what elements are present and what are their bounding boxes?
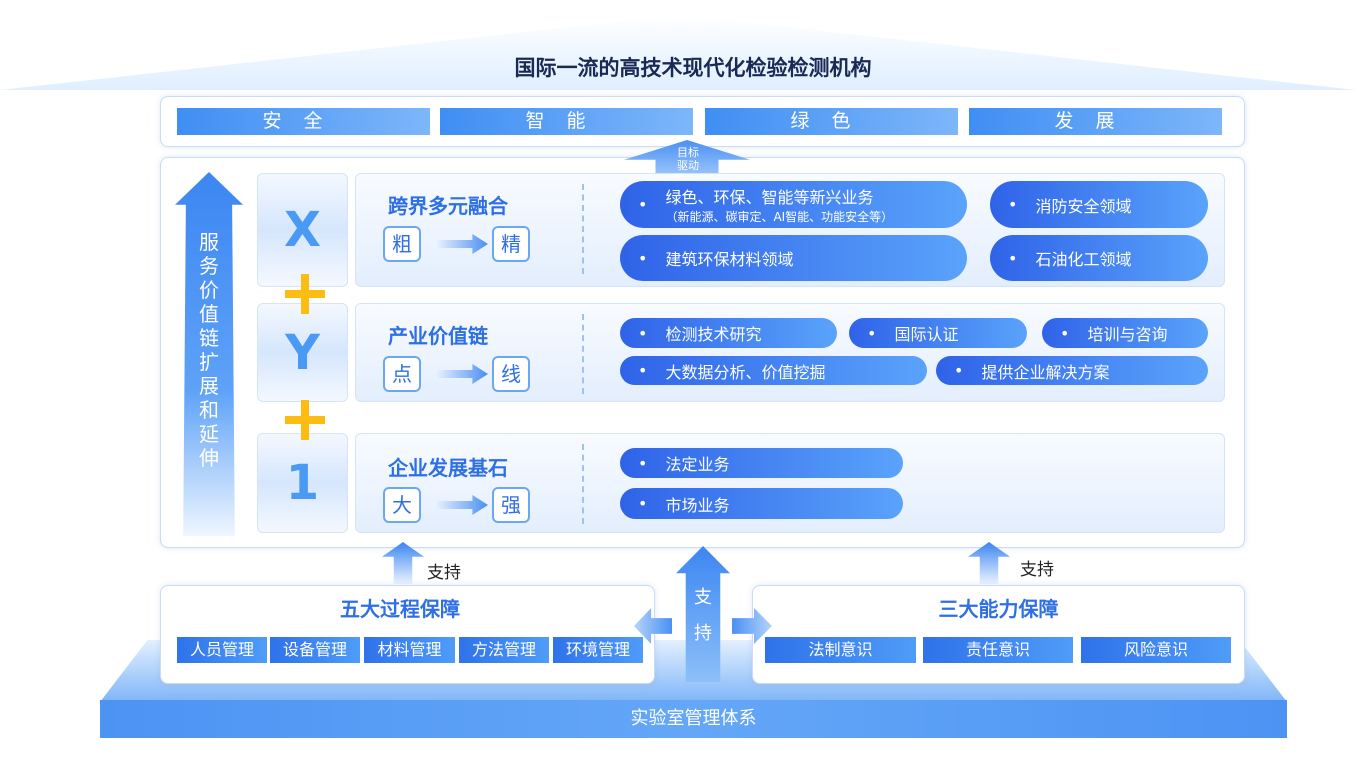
support-label-left: 支持 [427, 563, 461, 583]
item-environment: 环境管理 [553, 637, 643, 663]
from-char: 点 [383, 356, 421, 392]
value-chain-label: 服务价值链扩展和延伸 [199, 230, 219, 470]
item-materials: 材料管理 [364, 637, 455, 663]
capability-assurance-title: 三大能力保障 [938, 597, 1059, 621]
arrow-right-icon [436, 495, 488, 515]
pill-market: •市场业务 [620, 488, 903, 519]
goal-development: 发展 [969, 108, 1222, 135]
item-responsibility: 责任意识 [923, 637, 1073, 663]
center-support-label: 支持 [694, 587, 712, 644]
plus-icon [285, 400, 325, 440]
lab-management-system: 实验室管理体系 [100, 700, 1287, 738]
letter-1: 1 [257, 433, 348, 533]
to-char: 强 [492, 487, 530, 523]
arrow-right-icon [436, 364, 488, 384]
to-char: 线 [492, 356, 530, 392]
item-equipment: 设备管理 [270, 637, 360, 663]
pill-emerging-business: •绿色、环保、智能等新兴业务（新能源、碳审定、AI智能、功能安全等） [620, 181, 967, 228]
pill-statutory: •法定业务 [620, 448, 903, 478]
process-assurance-panel [160, 585, 655, 684]
item-methods: 方法管理 [459, 637, 549, 663]
item-risk: 风险意识 [1081, 637, 1231, 663]
goal-drive-label: 目标驱动 [677, 146, 699, 172]
plus-icon [285, 274, 325, 314]
pill-big-data: •大数据分析、价值挖掘 [620, 356, 927, 385]
item-personnel: 人员管理 [177, 637, 267, 663]
goal-green: 绿色 [705, 108, 958, 135]
support-label-right: 支持 [1020, 560, 1054, 580]
goal-smart: 智能 [440, 108, 693, 135]
pill-training: •培训与咨询 [1042, 318, 1208, 348]
to-char: 精 [492, 226, 530, 262]
page-title: 国际一流的高技术现代化检验检测机构 [514, 56, 872, 80]
value-chain-arrow-icon [175, 172, 243, 536]
item-legal: 法制意识 [765, 637, 916, 663]
arrow-right-icon [436, 234, 488, 254]
support-arrow-icon [968, 542, 1010, 584]
pill-intl-cert: •国际认证 [849, 318, 1027, 348]
capability-assurance-panel [752, 585, 1245, 684]
goal-safety: 安全 [177, 108, 430, 135]
from-char: 粗 [383, 226, 421, 262]
pill-tech-research: •检测技术研究 [620, 318, 837, 348]
row-title: 跨界多元融合 [388, 194, 508, 218]
pill-solutions: •提供企业解决方案 [936, 356, 1208, 385]
row-title: 产业价值链 [388, 324, 488, 348]
divider [582, 314, 584, 394]
process-assurance-title: 五大过程保障 [340, 597, 460, 621]
support-arrow-icon [382, 542, 424, 584]
row-title: 企业发展基石 [388, 456, 508, 480]
from-char: 大 [383, 487, 421, 523]
pill-building-materials: •建筑环保材料领域 [620, 235, 967, 281]
divider [582, 184, 584, 274]
letter-x: X [257, 173, 348, 287]
divider [582, 444, 584, 524]
letter-y: Y [257, 303, 348, 402]
pill-petrochemical: •石油化工领域 [990, 235, 1208, 281]
pill-fire-safety: •消防安全领域 [990, 181, 1208, 228]
